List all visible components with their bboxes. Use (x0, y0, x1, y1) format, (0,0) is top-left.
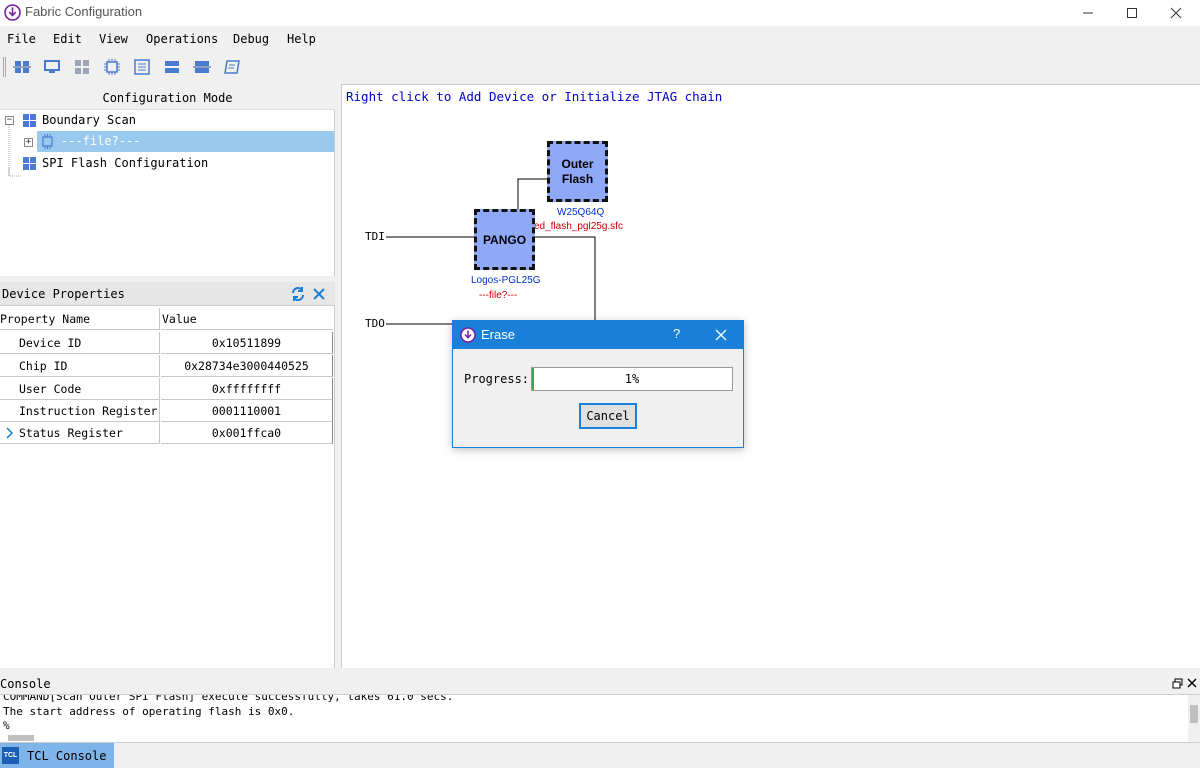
property-name-user-code: User Code (0, 378, 160, 400)
menu-debug[interactable]: Debug (233, 32, 270, 46)
program-icon[interactable] (163, 58, 181, 76)
console-output[interactable]: COMMAND[Scan Outer SPI Flash] execute su… (0, 694, 1200, 742)
chip-icon (42, 134, 53, 149)
chain-wires (386, 178, 596, 325)
list-icon[interactable] (133, 58, 151, 76)
console-header: Console (0, 674, 1200, 694)
tdo-label: TDO (365, 317, 385, 330)
flash-label-line2: Flash (561, 171, 594, 186)
device-properties-header: Device Properties (0, 282, 335, 306)
close-panel-icon[interactable] (1187, 678, 1197, 688)
collapse-icon[interactable]: − (5, 115, 14, 125)
refresh-icon[interactable] (290, 286, 306, 302)
device-model: Logos-PGL25G (471, 275, 541, 286)
close-window-button[interactable] (1154, 0, 1198, 26)
erase-icon[interactable] (223, 58, 241, 76)
window-title: Fabric Configuration (25, 4, 143, 19)
toolbar-grip[interactable] (3, 57, 6, 77)
property-name-instruction-register: Instruction Register (0, 400, 160, 422)
progress-label: Progress: (464, 372, 530, 386)
pango-device-chip[interactable]: PANGO (474, 209, 535, 270)
boundary-scan-icon (23, 114, 36, 127)
minimize-icon (1083, 12, 1093, 14)
spi-flash-icon (23, 157, 36, 170)
menu-view[interactable]: View (99, 32, 128, 46)
configuration-mode-panel: Configuration Mode − Boundary Scan ---fi… (0, 86, 335, 276)
maximize-button[interactable] (1110, 0, 1154, 26)
property-value-status-register: 0x001ffca0 (161, 422, 333, 444)
flash-label-line1: Outer (561, 156, 594, 171)
property-value-user-code: 0xffffffff (161, 378, 333, 400)
program-flash-icon[interactable] (193, 58, 211, 76)
title-bar: Fabric Configuration (0, 0, 1200, 26)
column-header-property-name[interactable]: Property Name (0, 308, 160, 330)
grid-icon[interactable] (73, 58, 91, 76)
console-line: % (3, 719, 10, 732)
tcl-console-icon: TCL (2, 747, 19, 764)
tree-label: Boundary Scan (42, 113, 136, 127)
menu-file[interactable]: File (7, 32, 36, 46)
property-value-chip-id: 0x28734e3000440525 (161, 355, 333, 377)
tree-item-device-file[interactable]: ---file?--- (37, 131, 334, 152)
erase-progress-bar: 1% (531, 367, 733, 391)
tree-lines (8, 125, 22, 177)
app-logo-icon (460, 327, 476, 343)
console-line: The start address of operating flash is … (3, 705, 295, 718)
horizontal-scroll-thumb[interactable] (8, 735, 34, 741)
vertical-scrollbar[interactable] (1188, 695, 1200, 742)
property-name-chip-id: Chip ID (0, 355, 160, 377)
column-header-value[interactable]: Value (161, 308, 333, 330)
float-panel-icon[interactable] (1172, 678, 1183, 689)
chain-icon[interactable] (13, 58, 31, 76)
toolbar (0, 52, 1200, 82)
flash-model: W25Q64Q (557, 207, 605, 218)
close-icon (1170, 7, 1182, 19)
tree-item-spi-flash[interactable]: SPI Flash Configuration (0, 153, 335, 174)
outer-flash-chip[interactable]: Outer Flash (547, 141, 608, 202)
expand-icon[interactable]: + (24, 137, 33, 147)
close-panel-icon[interactable] (312, 287, 326, 301)
device-properties-panel: Device Properties Property Name Value De… (0, 282, 335, 668)
property-name-device-id: Device ID (0, 332, 160, 354)
progress-text: 1% (624, 372, 640, 386)
flash-file: ed_flash_pgl25g.sfc (534, 221, 623, 232)
progress-fill (532, 368, 534, 390)
cancel-button[interactable]: Cancel (579, 403, 637, 429)
console-line: COMMAND[Scan Outer SPI Flash] execute su… (3, 694, 454, 703)
tree-label: ---file?--- (61, 134, 141, 148)
chip-icon[interactable] (103, 58, 121, 76)
app-logo-icon (4, 4, 21, 21)
monitor-icon[interactable] (43, 58, 61, 76)
device-file: ---file?--- (479, 290, 518, 301)
bottom-tab-bar: TCL TCL Console (0, 742, 1200, 768)
property-name-status-register[interactable]: Status Register (0, 422, 160, 444)
scroll-thumb[interactable] (1190, 705, 1198, 723)
tree-item-boundary-scan[interactable]: − Boundary Scan (0, 110, 335, 131)
minimize-button[interactable] (1066, 0, 1110, 26)
console-title: Console (0, 677, 51, 691)
maximize-icon (1127, 8, 1137, 18)
dialog-title-bar: Erase ? (453, 321, 743, 349)
configuration-mode-header: Configuration Mode (0, 86, 335, 110)
menu-help[interactable]: Help (287, 32, 316, 46)
tdi-label: TDI (365, 230, 385, 243)
property-value-device-id: 0x10511899 (161, 332, 333, 354)
tab-tcl-console[interactable]: TCL TCL Console (0, 743, 114, 768)
tree-label: SPI Flash Configuration (42, 156, 209, 170)
dialog-title: Erase (481, 327, 515, 342)
help-button[interactable]: ? (673, 326, 681, 341)
canvas-hint: Right click to Add Device or Initialize … (346, 89, 723, 104)
tab-label: TCL Console (27, 749, 107, 763)
panel-title: Device Properties (2, 287, 125, 301)
property-value-instruction-register: 0001110001 (161, 400, 333, 422)
menu-operations[interactable]: Operations (146, 32, 219, 46)
menu-edit[interactable]: Edit (53, 32, 82, 46)
chevron-right-icon[interactable] (6, 427, 14, 439)
close-icon[interactable] (715, 329, 727, 341)
device-label: PANGO (482, 232, 527, 247)
menu-bar: File Edit View Operations Debug Help (0, 26, 1200, 52)
erase-dialog: Erase ? Progress: 1% Cancel (452, 320, 744, 448)
